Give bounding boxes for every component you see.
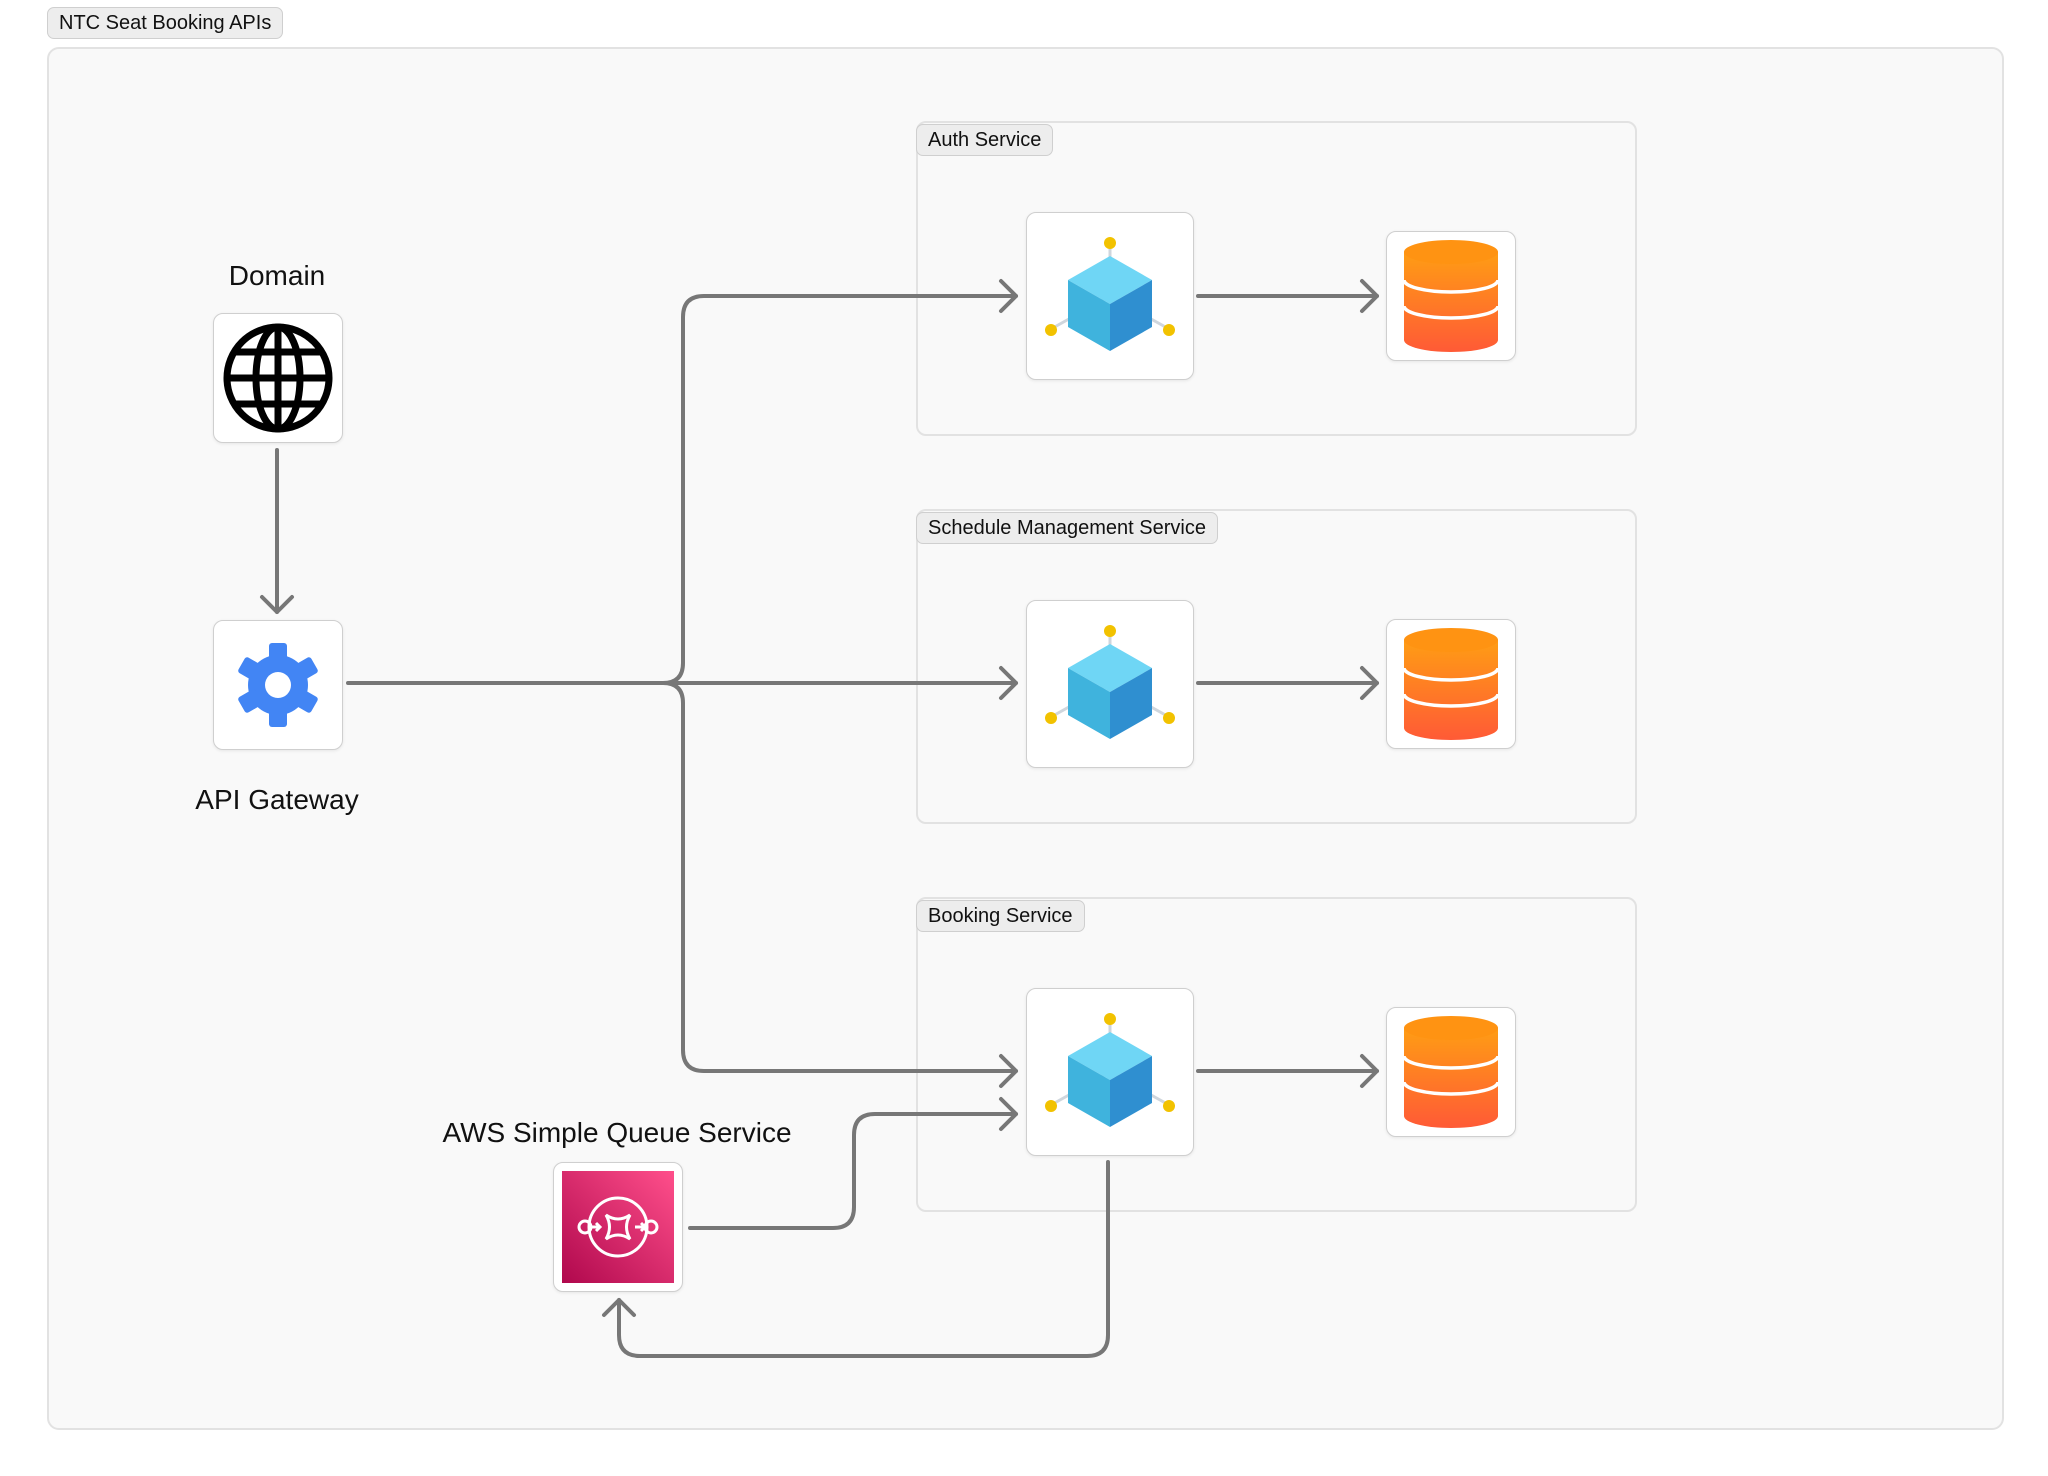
- sqs-node[interactable]: [553, 1162, 683, 1292]
- database-icon: [1402, 240, 1500, 352]
- gear-icon: [238, 643, 318, 727]
- domain-label: Domain: [228, 260, 326, 291]
- globe-icon: [223, 323, 333, 433]
- booking-service-group: [916, 897, 1637, 1212]
- microservice-cube-icon: [1045, 625, 1175, 739]
- microservice-cube-icon: [1045, 237, 1175, 351]
- api-gateway-label: API Gateway: [195, 784, 359, 815]
- database-icon: [1402, 1016, 1500, 1128]
- schedule-db-node[interactable]: [1386, 619, 1516, 749]
- auth-db-node[interactable]: [1386, 231, 1516, 361]
- domain-node[interactable]: [213, 313, 343, 443]
- api-gateway-node[interactable]: [213, 620, 343, 750]
- booking-db-node[interactable]: [1386, 1007, 1516, 1137]
- database-icon: [1402, 628, 1500, 740]
- diagram-title: NTC Seat Booking APIs: [47, 7, 284, 39]
- aws-sqs-icon: [562, 1171, 674, 1283]
- microservice-cube-icon: [1045, 1013, 1175, 1127]
- auth-service-group: [916, 121, 1637, 436]
- schedule-service-node[interactable]: [1026, 600, 1194, 768]
- auth-service-node[interactable]: [1026, 212, 1194, 380]
- schedule-service-group: [916, 509, 1637, 824]
- booking-service-node[interactable]: [1026, 988, 1194, 1156]
- booking-service-title: Booking Service: [916, 900, 1085, 932]
- sqs-label: AWS Simple Queue Service: [442, 1117, 792, 1148]
- schedule-service-title: Schedule Management Service: [916, 512, 1218, 544]
- auth-service-title: Auth Service: [916, 124, 1054, 156]
